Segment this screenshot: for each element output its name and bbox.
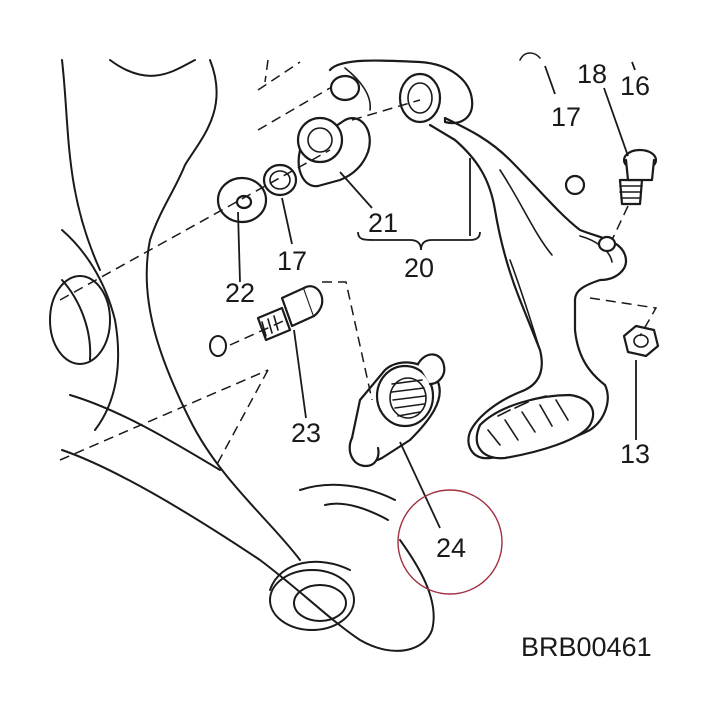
frame-background [49,59,435,652]
callout-24: 24 [436,533,466,563]
callout-22: 22 [225,278,255,308]
bolt-part-18 [618,148,658,206]
callout-17-left: 17 [277,246,307,276]
nut-part-13 [622,324,660,358]
callout-13: 13 [620,439,650,469]
brake-pedal-assembly [328,52,628,460]
callout-23: 23 [291,418,321,448]
highlight-circle [397,489,503,595]
bushing-part-21 [296,116,371,188]
callout-labels: 18 16 17 21 20 17 22 23 24 13 [225,59,650,563]
group-brace-20 [357,231,481,251]
callout-17-top: 17 [551,102,581,132]
o-ring-part-17 [262,163,298,197]
spring-sleeve-part-24 [348,353,446,468]
leader-lines [237,61,637,529]
callout-21: 21 [368,208,398,238]
callout-20: 20 [404,253,434,283]
drawing-reference-code: BRB00461 [521,632,652,662]
callout-16: 16 [620,71,650,101]
washer-part-22 [216,176,268,224]
callout-18: 18 [577,59,607,89]
pin-part-23 [256,285,324,342]
assembly-axis-lines [59,59,658,469]
